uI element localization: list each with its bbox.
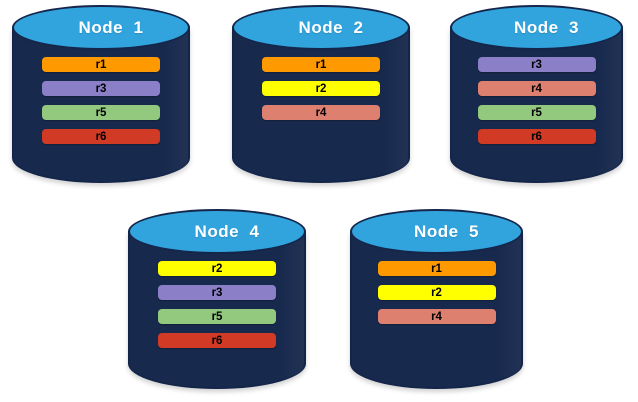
replica-bar[interactable]: r1 [262,57,380,72]
replica-label: r3 [95,82,107,95]
replica-label: r5 [95,106,107,119]
replica-label: r3 [211,286,223,299]
replica-list-node-5: r1 r2 r4 [350,261,523,333]
cylinder-body-node-4 [128,231,306,389]
replica-bar[interactable]: r1 [42,57,160,72]
replica-label: r5 [211,310,223,323]
database-cylinder-node-2[interactable]: Node 2 r1 r2 r4 [232,5,410,183]
node-label: Node 4 [194,221,260,241]
replica-label: r1 [315,58,327,71]
database-cylinder-node-5[interactable]: Node 5 r1 r2 r4 [350,209,523,389]
replica-label: r4 [531,82,542,95]
replica-label: r6 [211,334,223,347]
replica-bar[interactable]: r3 [42,81,160,96]
replica-label: r1 [95,58,107,71]
replica-label: r6 [95,130,107,143]
replica-list-node-1: r1 r3 r5 r6 [12,57,190,153]
replica-bar[interactable]: r2 [158,261,276,276]
replica-bar[interactable]: r4 [477,81,596,96]
replica-bar[interactable]: r5 [477,105,596,120]
replica-label: r4 [315,106,327,119]
replica-label: r1 [431,262,442,275]
replica-label: r2 [211,262,223,275]
replica-label: r2 [431,286,442,299]
replica-bar[interactable]: r5 [158,309,276,324]
node-label: Node 1 [78,17,144,37]
replica-bar[interactable]: r3 [158,285,276,300]
replica-bar[interactable]: r1 [377,261,496,276]
database-cylinder-node-1[interactable]: Node 1 r1 r3 r5 r6 [12,5,190,183]
replica-bar[interactable]: r4 [262,105,380,120]
replica-label: r5 [531,106,542,119]
replica-list-node-2: r1 r2 r4 [232,57,410,129]
replica-bar[interactable]: r5 [42,105,160,120]
replica-bar[interactable]: r4 [377,309,496,324]
cylinder-body-node-1 [12,27,190,183]
database-cylinder-node-3[interactable]: Node 3 r3 r4 r5 r6 [450,5,623,183]
replica-label: r3 [531,58,542,71]
cylinder-top-node-1: Node 1 [12,5,190,50]
replica-label: r2 [315,82,327,95]
replica-label: r4 [431,310,442,323]
database-cylinder-node-4[interactable]: Node 4 r2 r3 r5 r6 [128,209,306,389]
replica-list-node-4: r2 r3 r5 r6 [128,261,306,357]
cylinder-top-node-5: Node 5 [350,209,523,254]
node-label: Node 2 [298,17,364,37]
replica-bar[interactable]: r6 [477,129,596,144]
cylinder-top-node-2: Node 2 [232,5,410,50]
replica-bar[interactable]: r6 [42,129,160,144]
replica-bar[interactable]: r2 [377,285,496,300]
node-label: Node 5 [414,221,479,241]
cylinder-top-node-4: Node 4 [128,209,306,254]
replica-list-node-3: r3 r4 r5 r6 [450,57,623,153]
replica-label: r6 [531,130,542,143]
replica-bar[interactable]: r2 [262,81,380,96]
replica-bar[interactable]: r6 [158,333,276,348]
cylinder-top-node-3: Node 3 [450,5,623,50]
replica-bar[interactable]: r3 [477,57,596,72]
node-label: Node 3 [514,17,579,37]
